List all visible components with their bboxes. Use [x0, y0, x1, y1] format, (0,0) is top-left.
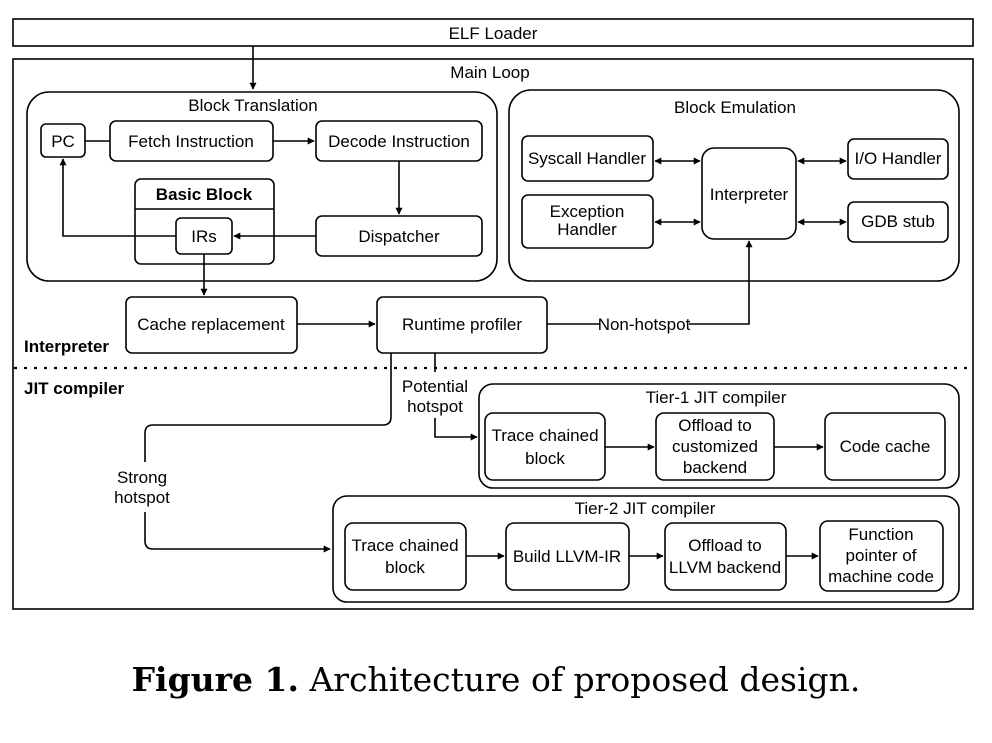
edge-strong-hotspot — [144, 353, 392, 549]
strong-hotspot-label-2: hotspot — [114, 488, 170, 507]
tier1-offload-label-1: Offload to — [678, 416, 751, 435]
basic-block-label: Basic Block — [156, 185, 253, 204]
tier2-function-pointer-label-3: machine code — [828, 567, 934, 586]
strong-hotspot-label-1: Strong — [117, 468, 167, 487]
tier1-trace-label-2: block — [525, 449, 565, 468]
edge-potential-hotspot — [434, 353, 477, 437]
syscall-handler-label: Syscall Handler — [528, 149, 646, 168]
tier2-function-pointer-label-1: Function — [848, 525, 913, 544]
tier2-function-pointer-box — [819, 520, 944, 592]
block-emulation-region — [508, 89, 960, 282]
decode-instruction-label: Decode Instruction — [328, 132, 470, 151]
architecture-diagram: ELF Loader Main Loop Block Translation P… — [12, 18, 974, 610]
potential-hotspot-label-2: hotspot — [407, 397, 463, 416]
tier1-trace-label-1: Trace chained — [491, 426, 598, 445]
tier2-offload-label-2: LLVM backend — [669, 558, 781, 577]
tier1-trace-box — [484, 412, 606, 481]
non-hotspot-label: Non-hotspot — [598, 315, 691, 334]
caption-text: Architecture of proposed design. — [309, 660, 861, 699]
caption-label: Figure 1. — [131, 660, 299, 699]
irs-label: IRs — [191, 227, 217, 246]
runtime-profiler-label: Runtime profiler — [402, 315, 522, 334]
io-handler-box — [847, 138, 949, 180]
interpreter-section-label: Interpreter — [24, 337, 109, 356]
tier2-offload-box — [664, 522, 787, 591]
tier1-code-cache-box — [824, 412, 946, 481]
tier1-offload-label-2: customized — [672, 437, 758, 456]
tier1-region — [478, 383, 960, 489]
fetch-instruction-label: Fetch Instruction — [128, 132, 254, 151]
cache-replacement-label: Cache replacement — [137, 315, 285, 334]
block-translation-region — [26, 91, 498, 282]
potential-hotspot-label-1: Potential — [402, 377, 468, 396]
main-loop-label: Main Loop — [450, 63, 529, 82]
tier2-build-label: Build LLVM-IR — [513, 547, 621, 566]
exception-handler-label-2: Handler — [557, 220, 617, 239]
tier2-title: Tier-2 JIT compiler — [575, 499, 716, 518]
block-emulation-title: Block Emulation — [674, 98, 796, 117]
tier2-function-pointer-label-2: pointer of — [846, 546, 917, 565]
pc-label: PC — [51, 132, 75, 151]
tier2-region — [332, 495, 960, 603]
tier2-offload-label-1: Offload to — [688, 536, 761, 555]
block-translation-title: Block Translation — [188, 96, 317, 115]
runtime-profiler-box — [376, 296, 548, 354]
dispatcher-label: Dispatcher — [358, 227, 440, 246]
tier2-trace-box — [344, 522, 467, 591]
edge-profiler-to-interpreter — [547, 241, 749, 325]
edge-irs-to-pc — [59, 158, 176, 237]
io-handler-label: I/O Handler — [855, 149, 942, 168]
exception-handler-box — [521, 194, 654, 249]
figure-caption: Figure 1. Architecture of proposed desig… — [0, 660, 992, 699]
gdb-stub-label: GDB stub — [861, 212, 935, 231]
main-loop-frame — [12, 58, 974, 610]
tier2-trace-label-2: block — [385, 558, 425, 577]
tier1-code-cache-label: Code cache — [840, 437, 931, 456]
interpreter-label: Interpreter — [710, 185, 789, 204]
tier1-title: Tier-1 JIT compiler — [646, 388, 787, 407]
elf-loader-label: ELF Loader — [449, 24, 538, 43]
tier2-trace-label-1: Trace chained — [351, 536, 458, 555]
jit-section-label: JIT compiler — [24, 379, 125, 398]
syscall-handler-box — [521, 135, 654, 182]
elf-loader-box — [12, 18, 974, 47]
exception-handler-label-1: Exception — [550, 202, 625, 221]
tier1-offload-label-3: backend — [683, 458, 747, 477]
cache-replacement-box — [125, 296, 298, 354]
gdb-stub-box — [847, 201, 949, 243]
